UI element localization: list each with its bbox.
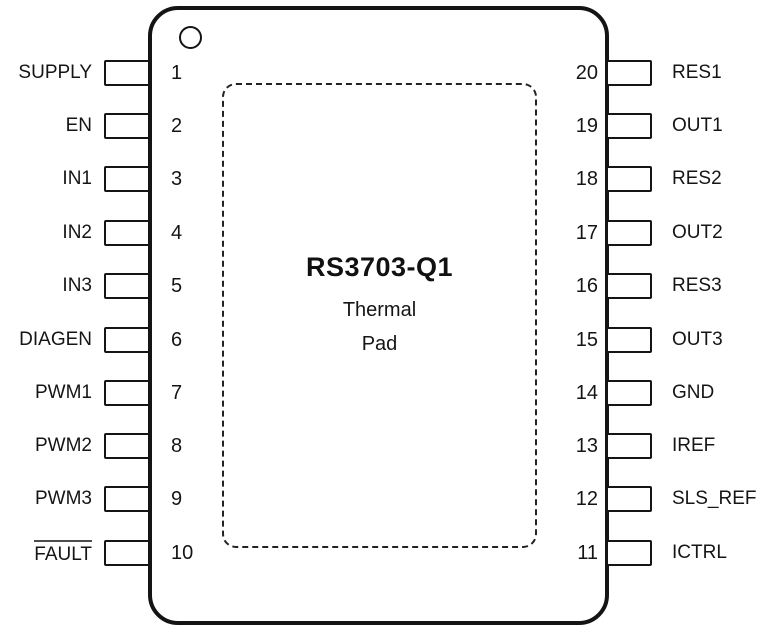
pin-box-20 <box>606 60 652 86</box>
pin-row-4: IN2 4 <box>0 220 763 246</box>
pin-label-pwm1: PWM1 <box>35 382 92 403</box>
pin-label-res3: RES3 <box>672 275 722 296</box>
pin-number-7: 7 <box>171 382 183 404</box>
pin-label-fault: FAULT <box>0 540 92 568</box>
pin-box-3 <box>104 166 150 192</box>
pin-number-10: 10 <box>171 542 194 564</box>
pin-number-9: 9 <box>171 488 183 510</box>
pin-box-16 <box>606 273 652 299</box>
pin-number-4: 4 <box>171 222 183 244</box>
pin-label-sls-ref: SLS_REF <box>672 488 757 509</box>
pin-number-3: 3 <box>171 168 183 190</box>
pin-row-14: 14 GND <box>0 380 763 406</box>
pin-number-1: 1 <box>171 62 183 84</box>
pin-box-1 <box>104 60 150 86</box>
pin-label-gnd: GND <box>672 382 715 403</box>
pin-box-9 <box>104 486 150 512</box>
pin-row-17: 17 OUT2 <box>0 220 763 246</box>
pin-label-out1: OUT1 <box>672 115 723 136</box>
pin-row-1: SUPPLY 1 <box>0 60 763 86</box>
pin-label-in2: IN2 <box>62 222 92 243</box>
pin-box-11 <box>606 540 652 566</box>
pin-number-17: 17 <box>575 222 598 244</box>
pin-label-diagen: DIAGEN <box>19 329 92 350</box>
pin-row-3: IN1 3 <box>0 166 763 192</box>
pin-number-20: 20 <box>575 62 598 84</box>
pin-box-19 <box>606 113 652 139</box>
pin-row-5: IN3 5 <box>0 273 763 299</box>
pin1-indicator-icon <box>179 26 202 49</box>
pin-row-13: 13 IREF <box>0 433 763 459</box>
pin-box-10 <box>104 540 150 566</box>
pin-row-11: 11 ICTRL <box>0 540 763 566</box>
thermal-pad-outline <box>222 83 537 548</box>
pin-box-12 <box>606 486 652 512</box>
pin-box-8 <box>104 433 150 459</box>
pin-label-pwm3: PWM3 <box>35 488 92 509</box>
pin-number-2: 2 <box>171 115 183 137</box>
pin-box-13 <box>606 433 652 459</box>
pin-number-16: 16 <box>575 275 598 297</box>
pin-number-8: 8 <box>171 435 183 457</box>
pin-box-18 <box>606 166 652 192</box>
pin-box-14 <box>606 380 652 406</box>
pin-row-20: 20 RES1 <box>0 60 763 86</box>
pin-number-12: 12 <box>575 488 598 510</box>
pin-row-16: 16 RES3 <box>0 273 763 299</box>
pin-row-19: 19 OUT1 <box>0 113 763 139</box>
pin-number-13: 13 <box>575 435 598 457</box>
pin-box-2 <box>104 113 150 139</box>
chip-package-outline <box>148 6 609 625</box>
thermal-pad-label-line1: Thermal <box>342 299 417 321</box>
pin-row-12: 12 SLS_REF <box>0 486 763 512</box>
pin-label-ictrl: ICTRL <box>672 542 727 563</box>
pin-label-out3: OUT3 <box>672 329 723 350</box>
pin-number-5: 5 <box>171 275 183 297</box>
pin-number-15: 15 <box>575 329 598 351</box>
pin-label-pwm2: PWM2 <box>35 435 92 456</box>
pin-box-4 <box>104 220 150 246</box>
pin-label-res1: RES1 <box>672 62 722 83</box>
pin-number-19: 19 <box>575 115 598 137</box>
pin-box-15 <box>606 327 652 353</box>
pin-number-14: 14 <box>575 382 598 404</box>
pin-number-11: 11 <box>577 542 598 564</box>
pin-label-in1: IN1 <box>62 168 92 189</box>
pin-row-15: 15 OUT3 <box>0 327 763 353</box>
pin-row-10: FAULT 10 <box>0 540 763 566</box>
pin-row-8: PWM2 8 <box>0 433 763 459</box>
pin-row-9: PWM3 9 <box>0 486 763 512</box>
thermal-pad-label-line2: Pad <box>361 333 398 355</box>
pin-number-18: 18 <box>575 168 598 190</box>
pin-box-5 <box>104 273 150 299</box>
pin-label-supply: SUPPLY <box>18 62 92 83</box>
pin-number-6: 6 <box>171 329 183 351</box>
pin-box-17 <box>606 220 652 246</box>
pin-box-6 <box>104 327 150 353</box>
pin-label-iref: IREF <box>672 435 716 456</box>
pin-box-7 <box>104 380 150 406</box>
pin-label-in3: IN3 <box>62 275 92 296</box>
pin-row-2: EN 2 <box>0 113 763 139</box>
part-number: RS3703-Q1 <box>305 252 454 282</box>
pin-label-out2: OUT2 <box>672 222 723 243</box>
chip-center-text: RS3703-Q1 Thermal Pad <box>222 252 537 356</box>
pin-row-6: DIAGEN 6 <box>0 327 763 353</box>
pin-row-7: PWM1 7 <box>0 380 763 406</box>
pin-label-en: EN <box>65 115 92 136</box>
pin-row-18: 18 RES2 <box>0 166 763 192</box>
active-low-overline: FAULT <box>34 540 92 566</box>
pin-label-res2: RES2 <box>672 168 722 189</box>
